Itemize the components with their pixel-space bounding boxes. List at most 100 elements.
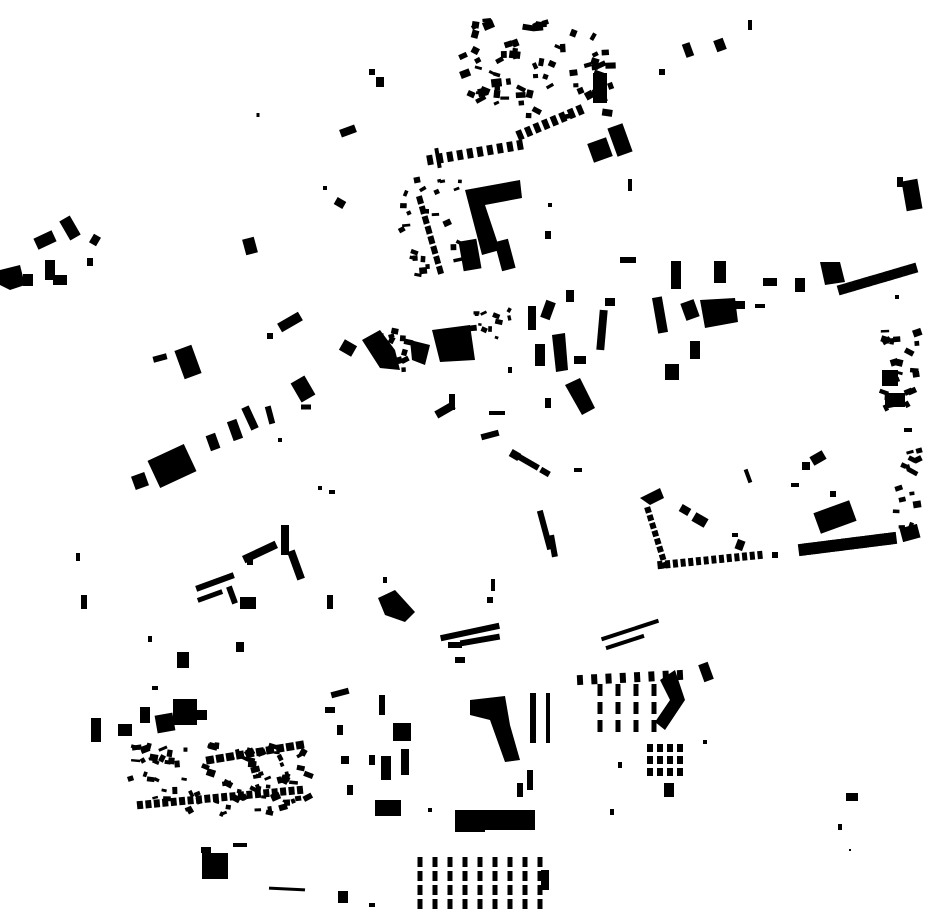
building: [447, 899, 453, 909]
building: [439, 179, 446, 184]
building: [531, 62, 539, 70]
building: [830, 491, 836, 497]
building: [254, 808, 262, 812]
building: [900, 462, 908, 469]
building: [149, 753, 159, 762]
building: [894, 484, 904, 492]
building: [139, 744, 151, 754]
building: [628, 179, 632, 191]
building: [480, 326, 488, 334]
building: [263, 788, 270, 798]
building: [388, 333, 395, 339]
building: [651, 684, 657, 696]
building: [212, 793, 220, 803]
building: [229, 792, 236, 801]
building: [392, 356, 403, 366]
building: [225, 752, 235, 762]
building: [518, 100, 525, 106]
building: [436, 265, 444, 275]
building: [890, 268, 897, 280]
building: [432, 325, 475, 362]
building: [225, 804, 232, 810]
building: [532, 73, 539, 79]
building: [667, 768, 673, 776]
building: [548, 534, 558, 558]
building: [735, 301, 745, 309]
building: [539, 23, 547, 28]
building: [478, 323, 482, 326]
building: [152, 686, 158, 690]
building: [872, 274, 879, 285]
building: [417, 871, 423, 881]
building: [546, 693, 550, 743]
building: [381, 756, 391, 780]
building: [376, 77, 384, 87]
building: [205, 768, 217, 778]
building: [221, 810, 228, 816]
building: [495, 56, 505, 65]
building: [268, 886, 306, 892]
building: [489, 411, 505, 415]
building: [455, 239, 462, 245]
building: [237, 791, 245, 800]
building: [174, 344, 202, 380]
building: [548, 203, 552, 207]
building: [183, 747, 188, 752]
building: [431, 212, 440, 217]
building: [537, 899, 543, 909]
building: [458, 51, 468, 61]
building: [279, 787, 287, 796]
building: [618, 762, 622, 768]
building: [383, 577, 387, 583]
building: [566, 107, 577, 120]
building: [267, 333, 273, 339]
building: [477, 87, 488, 98]
building: [583, 89, 595, 101]
building: [535, 344, 545, 366]
building: [152, 353, 168, 363]
building: [494, 238, 516, 272]
building: [377, 332, 384, 339]
building: [148, 636, 152, 642]
building: [146, 776, 155, 783]
building: [698, 661, 714, 683]
building: [447, 885, 453, 895]
building: [680, 558, 686, 567]
building: [515, 92, 526, 99]
building: [195, 795, 203, 804]
building: [296, 785, 304, 795]
building: [185, 805, 195, 815]
building: [525, 89, 534, 99]
building: [158, 754, 166, 763]
building: [849, 849, 851, 851]
building: [285, 742, 295, 752]
building: [601, 49, 610, 56]
building: [401, 367, 406, 373]
building: [362, 330, 400, 370]
building: [763, 278, 777, 286]
building: [515, 84, 527, 93]
building: [289, 780, 298, 785]
building: [195, 572, 235, 592]
building: [449, 394, 455, 410]
building: [265, 745, 275, 755]
building: [303, 770, 314, 779]
building: [450, 244, 457, 251]
building: [276, 753, 284, 762]
building: [469, 324, 477, 332]
building: [477, 871, 483, 881]
building: [136, 800, 144, 810]
building: [676, 669, 684, 681]
building: [376, 338, 384, 347]
building: [476, 146, 484, 158]
building: [287, 549, 305, 581]
building: [417, 899, 423, 909]
building: [458, 238, 482, 272]
building: [81, 595, 87, 609]
building: [657, 768, 663, 776]
building: [409, 255, 418, 261]
building: [131, 744, 142, 751]
building: [491, 579, 495, 591]
building: [539, 466, 551, 478]
building: [419, 267, 428, 275]
